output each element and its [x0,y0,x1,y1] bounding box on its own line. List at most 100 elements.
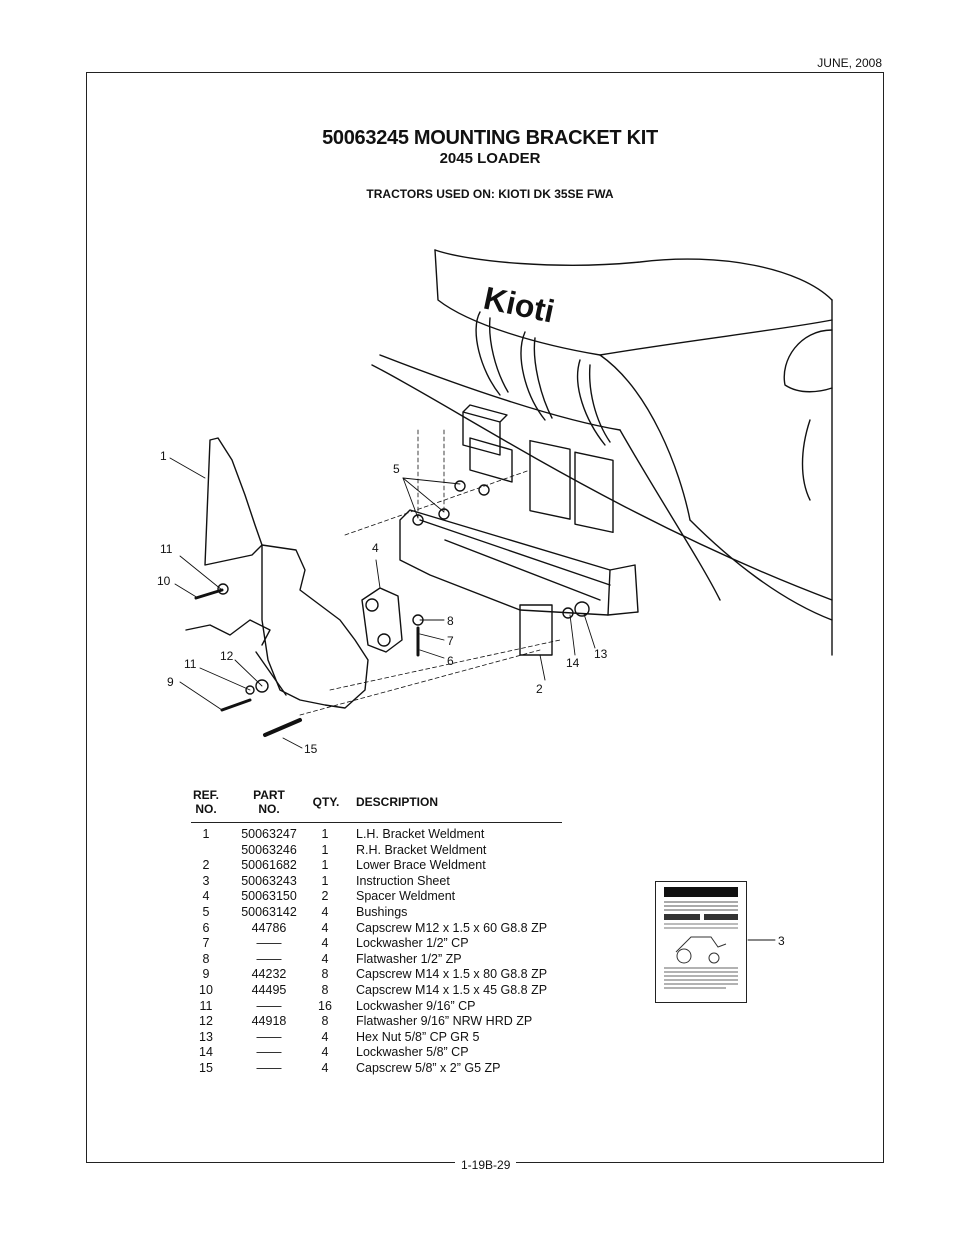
callout-9: 9 [167,675,174,689]
bushing [478,484,490,496]
description-cell: Flatwasher 9/16” NRW HRD ZP [356,1014,533,1029]
quantity-cell: 2 [321,889,329,904]
description-cell: R.H. Bracket Weldment [356,842,487,857]
ref-cell: 2 [202,858,210,873]
description-cell: Capscrew M12 x 1.5 x 60 G8.8 ZP [356,920,548,935]
quantity-cell: 8 [321,983,329,997]
part-number-cell: 50063150 [241,889,297,904]
part-number-cell: —— [256,998,282,1013]
ref-cell: 8 [202,951,210,966]
part-number-cell: 50061682 [241,858,297,873]
tractor-grille-edge [689,519,833,621]
callout-8: 8 [447,614,454,628]
quantity-cell: 4 [321,951,329,966]
tractor-frame-rail-top [379,354,621,431]
part-number-cell: —— [256,1029,282,1044]
part-number-cell: 44918 [251,1014,287,1029]
table-header-rule [191,822,562,823]
lh-bracket-main [261,544,369,709]
page-number: 1-19B-29 [455,1158,517,1172]
grille-vent [576,359,611,446]
ref-cell: 5 [202,905,210,919]
part-number-cell: —— [256,1045,282,1060]
header-qty: QTY. [312,795,340,809]
grille-vent [520,331,553,421]
frame-mount-plate [574,451,614,534]
ref-cell: 10 [199,983,213,997]
instruction-sheet-illustration [664,887,738,989]
lh-bracket-upper [204,437,263,566]
document-date: JUNE, 2008 [817,56,882,70]
quantity-cell: 8 [321,1014,329,1029]
callout-2: 2 [536,682,543,696]
page-subtitle: 2045 LOADER [439,150,541,167]
quantity-cell: 16 [318,998,332,1013]
part-number-cell: —— [256,1061,282,1075]
description-cell: Capscrew M14 x 1.5 x 80 G8.8 ZP [356,967,548,982]
kioti-logo: Kioti [481,280,558,330]
quantity-cell: 1 [321,827,329,841]
tractor-body-side [599,319,833,356]
callout-10: 10 [157,574,171,588]
callout-12: 12 [220,649,234,663]
ref-cell: 7 [202,936,210,951]
ref-cell: 14 [199,1045,213,1060]
callout-11: 11 [160,542,173,556]
part-number-cell: 50063243 [241,873,297,888]
quantity-cell: 4 [321,1061,329,1075]
tractor-hood-front [434,249,691,521]
quantity-cell: 1 [321,873,329,888]
description-cell: Flatwasher 1/2” ZP [356,951,462,966]
grille-vent [475,311,509,396]
description-cell: Lower Brace Weldment [356,858,486,873]
capscrew [220,698,252,712]
ref-cell: 4 [202,889,210,904]
flatwasher [245,685,255,695]
callout-14: 14 [566,656,580,670]
ref-cell: 12 [199,1014,213,1029]
headlight [783,329,833,393]
tractor-hood-outline [434,249,833,301]
callout-13: 13 [594,647,608,661]
tractor-frame-rail-bottom [371,364,833,601]
page-title: 50063245 MOUNTING BRACKET KIT [322,127,658,149]
part-number-cell: 50063247 [241,827,297,841]
capscrew [194,588,224,600]
ref-cell: 11 [199,998,213,1013]
instruction-sheet-thumbnail [655,881,747,1003]
quantity-cell: 8 [321,967,329,982]
quantity-cell: 4 [321,936,329,951]
description-cell: Lockwasher 1/2” CP [356,936,469,951]
ref-cell: 9 [202,967,210,982]
description-cell: Bushings [356,905,408,919]
capscrew-large [263,718,302,737]
callout-7: 7 [447,634,454,648]
part-number-cell: —— [256,936,282,951]
description-cell: Lockwasher 5/8” CP [356,1045,469,1060]
description-cell: Hex Nut 5/8” CP GR 5 [356,1029,480,1044]
callout-3: 3 [778,934,785,948]
description-cell: Lockwasher 9/16” CP [356,998,476,1013]
part-number-cell: 44495 [251,983,287,997]
lockwasher [562,607,574,619]
frame-block [462,404,508,456]
description-cell: L.H. Bracket Weldment [356,827,485,841]
frame-mount-plate [529,439,571,520]
quantity-cell: 4 [321,920,329,935]
flatwasher [255,679,269,693]
callout-6: 6 [447,654,454,668]
quantity-cell: 4 [321,1045,329,1060]
spacer-weldment [361,587,403,653]
callout-1: 1 [160,449,167,463]
quantity-cell: 1 [321,858,329,873]
description-cell: Instruction Sheet [356,873,450,888]
description-cell: Spacer Weldment [356,889,456,904]
tractors-used-line: TRACTORS USED ON: KIOTI DK 35SE FWA [366,187,614,201]
quantity-cell: 4 [321,1029,329,1044]
lower-brace-plate [519,604,553,656]
header-ref-no: REF.NO. [192,788,219,816]
callout-5: 5 [393,462,400,476]
ref-cell: 1 [202,827,210,841]
